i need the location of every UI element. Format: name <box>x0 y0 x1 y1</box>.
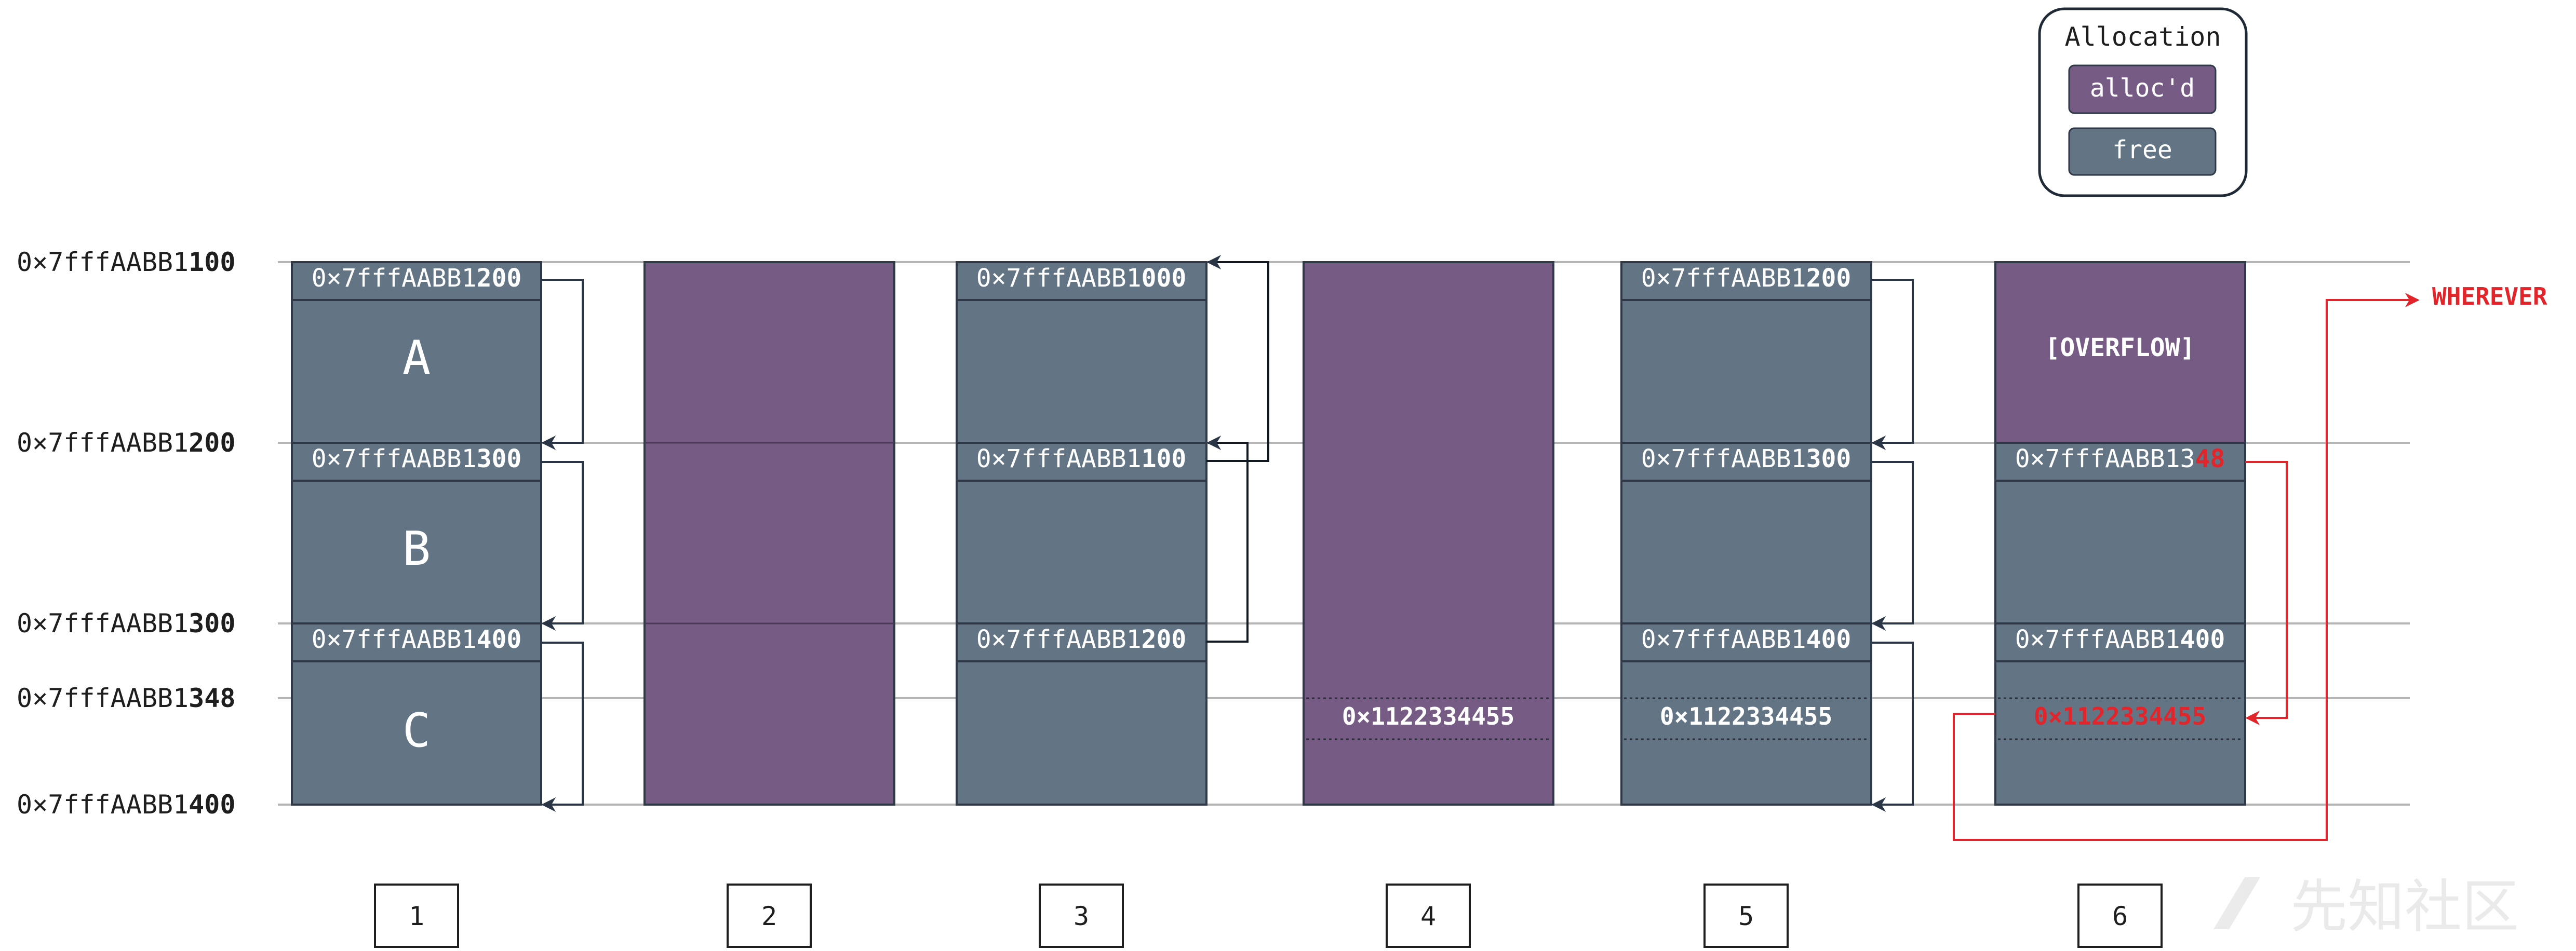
step-box <box>1703 884 1789 948</box>
fd-pointer: 0×7fffAABB1400 <box>312 625 522 654</box>
fd-pointer: 0×7fffAABB1200 <box>312 264 522 293</box>
fd-pointer: 0×7fffAABB1000 <box>976 264 1187 293</box>
legend-label-free: free <box>2112 135 2172 165</box>
step-number: 2 <box>761 901 777 931</box>
watermark-text: 先知社区 <box>2290 874 2519 940</box>
column-4: 0×1122334455 <box>1303 261 1554 806</box>
step-box <box>2077 884 2163 948</box>
step-number: 3 <box>1074 901 1089 931</box>
arbitrary-write-arrow <box>1953 293 2420 841</box>
fd-arrow <box>1871 279 1914 450</box>
step-box <box>1039 884 1124 948</box>
fd-pointer: 0×7fffAABB1400 <box>2015 625 2225 654</box>
address-label: 0×7fffAABB1348 <box>17 683 235 713</box>
fd-pointer: 0×7fffAABB1400 <box>1641 625 1852 654</box>
legend: Allocation alloc'd free <box>2038 7 2248 197</box>
step-box <box>1386 884 1471 948</box>
chunk-block <box>643 261 895 806</box>
written-value: 0×1122334455 <box>1660 702 1832 730</box>
target-label: WHEREVER <box>2432 282 2547 310</box>
fd-arrow <box>1206 255 1269 462</box>
fd-pointer: 0×7fffAABB1300 <box>312 444 522 473</box>
chunk-letter: B <box>403 522 431 576</box>
column-1: 0×7fffAABB1200 0×7fffAABB1300 0×7fffAABB… <box>291 261 584 812</box>
written-value-target: 0×1122334455 <box>2034 702 2206 730</box>
written-value: 0×1122334455 <box>1342 702 1514 730</box>
legend-swatch-alloc <box>2068 64 2217 114</box>
chunk-block <box>1303 261 1554 806</box>
fd-pointer: 0×7fffAABB1200 <box>976 625 1187 654</box>
fd-arrow <box>541 461 584 631</box>
chunk-letter: C <box>403 703 431 758</box>
fd-arrow <box>541 279 584 450</box>
chunk-block <box>291 261 542 806</box>
legend-swatch-free <box>2068 127 2217 176</box>
watermark-logo-icon <box>2213 877 2260 929</box>
column-5: 0×7fffAABB1200 0×7fffAABB1300 0×7fffAABB… <box>1620 261 1914 812</box>
address-label: 0×7fffAABB1300 <box>17 608 235 638</box>
legend-label-alloc: alloc'd <box>2090 74 2195 103</box>
step-number: 4 <box>1420 901 1436 931</box>
step-number: 5 <box>1738 901 1754 931</box>
fd-arrow <box>1206 436 1249 643</box>
address-label: 0×7fffAABB1200 <box>17 428 235 458</box>
legend-title: Allocation <box>2064 22 2221 52</box>
overflow-label: [OVERFLOW] <box>2045 333 2195 362</box>
chunk-block-overflow <box>1994 261 2246 444</box>
step-box <box>727 884 812 948</box>
fd-pointer: 0×7fffAABB1300 <box>1641 444 1852 473</box>
address-label: 0×7fffAABB1400 <box>17 790 235 820</box>
chunk-block <box>1620 261 1872 806</box>
chunk-letter: A <box>403 331 431 385</box>
column-6: [OVERFLOW] 0×7fffAABB1348 0×7fffAABB1400… <box>1953 261 2547 841</box>
fd-arrow <box>1871 461 1914 631</box>
step-number: 6 <box>2112 901 2128 931</box>
column-2 <box>643 261 895 806</box>
step-box <box>374 884 459 948</box>
chunk-block <box>956 261 1208 806</box>
fd-arrow <box>541 642 584 812</box>
address-labels: 0×7fffAABB1100 0×7fffAABB1200 0×7fffAABB… <box>17 247 235 820</box>
fd-pointer: 0×7fffAABB1100 <box>976 444 1187 473</box>
fd-arrow <box>1871 642 1914 812</box>
corrupted-fd-arrow <box>2245 461 2288 725</box>
address-label: 0×7fffAABB1100 <box>17 247 235 277</box>
step-number: 1 <box>409 901 424 931</box>
fd-pointer-corrupted: 0×7fffAABB1348 <box>2015 444 2225 473</box>
fd-pointer: 0×7fffAABB1200 <box>1641 264 1852 293</box>
column-3: 0×7fffAABB1000 0×7fffAABB1100 0×7fffAABB… <box>956 255 1269 806</box>
watermark: 先知社区 <box>2213 874 2519 940</box>
step-labels: 1 2 3 4 5 6 <box>374 884 2163 948</box>
